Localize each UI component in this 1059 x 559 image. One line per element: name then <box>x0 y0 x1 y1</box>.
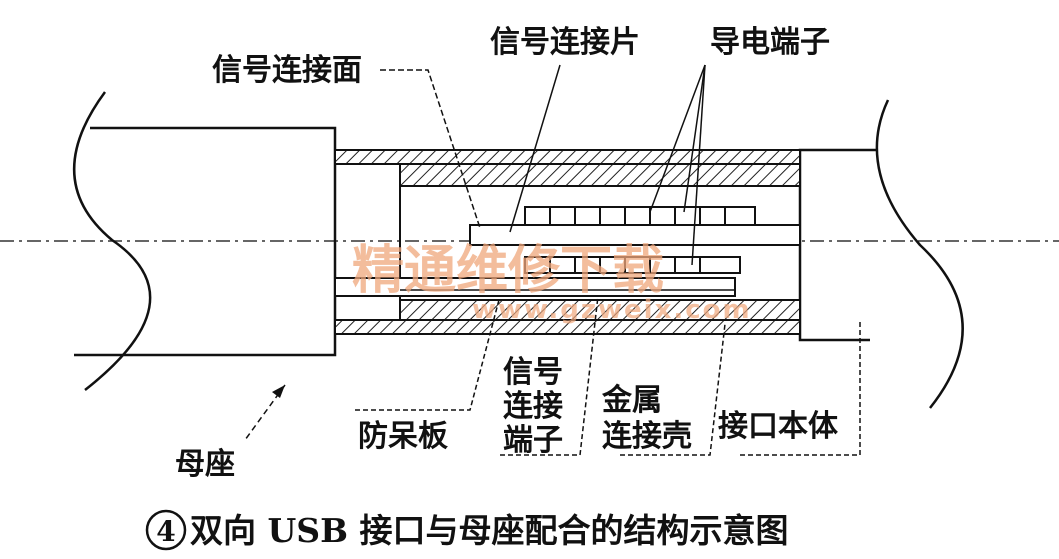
label-signal-plate: 信号连接片 <box>490 25 640 60</box>
female-socket-body <box>74 126 337 357</box>
interface-body-body <box>798 148 877 342</box>
label-signal-terminal-3: 端子 <box>503 423 563 458</box>
caption-number: 4 <box>156 515 175 548</box>
female-socket-outline <box>73 91 152 391</box>
leader-lines <box>244 64 861 456</box>
label-metal-shell-2: 连接壳 <box>602 419 692 454</box>
label-interface-body: 接口本体 <box>718 409 839 444</box>
signal-terminals <box>524 256 741 274</box>
inner-shell-bottom <box>399 299 801 321</box>
anti-misplug-plate <box>334 277 736 297</box>
caption-number-circle <box>145 509 187 551</box>
metal-shell-top <box>334 149 801 165</box>
signal-plate <box>469 224 801 246</box>
caption-text: 双向 USB 接口与母座配合的结构示意图 <box>190 511 788 550</box>
label-signal-terminal-2: 连接 <box>503 389 563 424</box>
socket-arrow-head <box>272 385 285 398</box>
label-female-socket: 母座 <box>175 447 235 482</box>
watermark-url: www.gzweix.com <box>472 295 752 325</box>
label-metal-shell-1: 金属 <box>601 383 662 418</box>
inner-shell-top <box>399 163 801 187</box>
interface-body-outline <box>875 99 964 409</box>
label-conductive-terminal: 导电端子 <box>710 25 830 60</box>
watermark-text: 精通维修下载 <box>352 240 664 301</box>
conductive-terminals <box>524 206 756 226</box>
label-signal-terminal-1: 信号 <box>503 355 563 390</box>
label-anti-misplug-plate: 防呆板 <box>358 419 448 454</box>
label-signal-surface: 信号连接面 <box>212 53 362 88</box>
